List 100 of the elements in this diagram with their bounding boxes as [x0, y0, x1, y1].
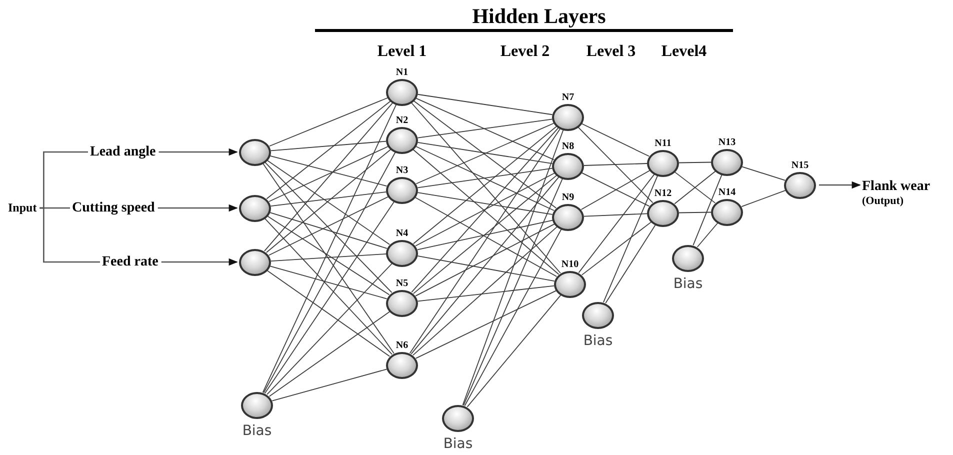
connection-line	[415, 172, 555, 246]
connection-line	[464, 228, 562, 406]
connection-line	[413, 126, 557, 244]
node-label: Flank wear	[862, 178, 930, 195]
layer-label: Level 2	[500, 43, 550, 61]
node-label: Input	[8, 200, 37, 216]
connection-line	[409, 128, 561, 354]
connection-line	[417, 142, 553, 164]
connection-line	[268, 146, 388, 202]
connection-line	[270, 254, 386, 262]
neuron-label: N1	[396, 66, 408, 78]
arrow	[161, 258, 238, 266]
connection-line	[270, 140, 387, 152]
connection-line	[262, 163, 394, 354]
connection-line	[264, 201, 395, 394]
node-label: Cutting speed	[72, 200, 155, 216]
connection-line	[413, 175, 557, 294]
neuron-label: N15	[791, 160, 809, 170]
layer-label: Level4	[661, 43, 707, 61]
connection-line	[602, 175, 658, 303]
connection-line	[605, 224, 656, 304]
neuron-label: N7	[562, 92, 574, 102]
connection-line	[584, 163, 648, 166]
connection-line	[266, 149, 392, 253]
connection-line	[742, 166, 786, 181]
connection-line	[270, 192, 387, 206]
connection-line	[270, 156, 388, 186]
neuron-label: N12	[654, 188, 672, 198]
connection-line	[416, 98, 554, 160]
connection-line	[678, 162, 712, 164]
connection-line	[415, 290, 557, 359]
connection-line	[578, 174, 655, 274]
connection-line	[266, 270, 390, 357]
connection-line	[266, 263, 392, 395]
connection-line	[463, 178, 563, 406]
connection-line	[578, 126, 654, 204]
connection-line	[417, 285, 555, 302]
arrow	[819, 181, 861, 189]
connection-line	[270, 212, 388, 249]
connection-line	[581, 222, 652, 276]
bracket-line	[40, 207, 100, 263]
neuron-label: N8	[562, 140, 574, 152]
connection-line	[270, 266, 388, 300]
connection-line	[581, 123, 650, 157]
connection-line	[678, 212, 712, 214]
connection-line	[411, 127, 559, 293]
connection-line	[411, 102, 561, 274]
neuron-label: N10	[561, 258, 579, 270]
neuron-label: N13	[718, 136, 736, 148]
neuron-label: N3	[396, 164, 408, 176]
connection-line	[268, 196, 389, 256]
connection-line	[266, 160, 390, 245]
connection-line	[272, 368, 388, 402]
connection-line	[417, 118, 553, 138]
arrow	[158, 148, 238, 156]
connection-line	[417, 192, 553, 215]
connection-line	[415, 224, 555, 296]
connection-line	[416, 122, 554, 184]
connection-line	[262, 104, 397, 393]
bias-label: Bias	[583, 332, 613, 348]
neuron-label: N5	[396, 278, 408, 288]
layer-label: Level 1	[377, 43, 427, 61]
neuron-label: N4	[396, 228, 408, 238]
connection-line	[414, 197, 558, 277]
node-label: Lead angle	[90, 144, 156, 160]
neuron-label: N11	[654, 138, 672, 148]
connection-line	[268, 97, 388, 147]
bias-label: Bias	[242, 422, 272, 438]
connection-line	[417, 255, 555, 282]
connection-line	[692, 174, 722, 246]
node-label: Feed rate	[102, 254, 158, 270]
connection-line	[412, 149, 560, 275]
connection-line	[412, 226, 558, 356]
neuron-label: N9	[562, 192, 574, 202]
connection-line	[466, 294, 562, 408]
arrow	[158, 204, 238, 212]
connection-line	[462, 129, 564, 406]
connection-line	[263, 152, 396, 394]
connection-line	[417, 220, 553, 250]
node-sublabel: (Output)	[862, 195, 904, 208]
connection-line	[264, 162, 392, 294]
connection-line	[267, 216, 390, 296]
layer-label: Level 3	[586, 43, 636, 61]
connection-line	[416, 146, 554, 211]
neuron-label: N2	[396, 114, 408, 126]
connection-line	[417, 168, 553, 188]
connection-line	[268, 311, 390, 397]
connection-line	[417, 94, 553, 116]
connection-line	[264, 102, 394, 252]
connection-line	[696, 222, 718, 248]
connection-line	[266, 100, 391, 200]
connection-line	[264, 218, 393, 355]
neuron-label: N6	[396, 340, 408, 350]
connection-line	[410, 176, 560, 354]
connection-line	[741, 190, 786, 208]
connection-line	[584, 213, 648, 217]
bias-label: Bias	[673, 276, 703, 292]
connection-line	[413, 100, 557, 208]
neuron-label: N14	[718, 186, 736, 198]
title: Hidden Layers	[472, 4, 606, 29]
